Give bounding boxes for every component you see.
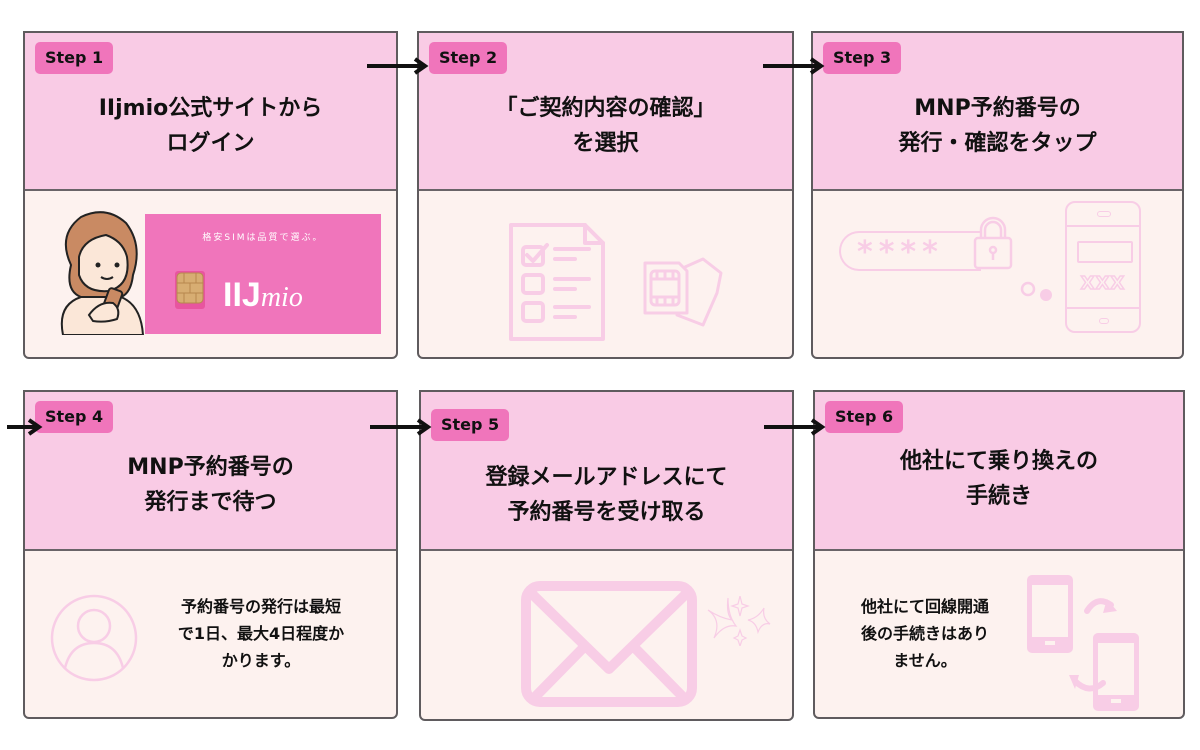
step-body xyxy=(421,551,792,719)
step-title: MNP予約番号の 発行・確認をタップ xyxy=(813,91,1182,161)
step-header: Step 5 登録メールアドレスにて 予約番号を受け取る xyxy=(421,392,792,551)
step-title: 他社にて乗り換えの 手続き xyxy=(815,444,1183,514)
phone-top-divider xyxy=(1067,225,1139,227)
step-description: 予約番号の発行は最短 で1日、最大4日程度か かります。 xyxy=(143,593,379,674)
sparkles-icon xyxy=(707,596,771,646)
step-card-6: Step 6 他社にて乗り換えの 手続き 他社にて回線開通 後の手続きはあり ま… xyxy=(813,390,1185,719)
step-badge: Step 2 xyxy=(429,42,508,74)
title-line: ログイン xyxy=(166,131,255,156)
step-title: 登録メールアドレスにて 予約番号を受け取る xyxy=(421,460,792,530)
user-avatar-icon xyxy=(50,594,138,682)
arrow-right-icon xyxy=(764,418,826,436)
step-title: IIjmio公式サイトから ログイン xyxy=(25,91,396,161)
step-header: Step 6 他社にて乗り換えの 手続き xyxy=(815,392,1183,551)
step-header: Step 1 IIjmio公式サイトから ログイン xyxy=(25,33,396,191)
step-body: 予約番号の発行は最短 で1日、最大4日程度か かります。 xyxy=(25,551,396,717)
password-mask: **** xyxy=(857,235,944,270)
desc-line: ません。 xyxy=(893,651,957,670)
step-description: 他社にて回線開通 後の手続きはあり ません。 xyxy=(837,593,1013,674)
logo-sub: mio xyxy=(260,282,303,313)
arrow-right-icon xyxy=(7,418,43,436)
step-body: **** XXX xyxy=(813,191,1182,357)
phone-swap-icon xyxy=(1027,575,1139,711)
desc-line: 他社にて回線開通 xyxy=(860,597,989,616)
step-badge: Step 1 xyxy=(35,42,114,74)
title-line: 「ご契約内容の確認」 xyxy=(495,96,716,121)
title-line: を選択 xyxy=(572,131,639,156)
step-title: 「ご契約内容の確認」 を選択 xyxy=(419,91,792,161)
dots-icon xyxy=(1020,281,1052,301)
sim-chip-icon xyxy=(175,271,205,309)
padlock-icon xyxy=(973,216,1013,270)
desc-line: 後の手続きはあり xyxy=(860,624,989,643)
desc-line: で1日、最大4日程度か xyxy=(177,624,345,643)
step-card-1: Step 1 IIjmio公式サイトから ログイン 格安SIMは品質で選ぶ。 xyxy=(23,31,398,359)
sim-cards-icon xyxy=(643,257,723,327)
phone-screen-box xyxy=(1077,241,1133,263)
phone-code: XXX xyxy=(1080,272,1126,295)
title-line: 発行・確認をタップ xyxy=(898,131,1097,156)
step-card-5: Step 5 登録メールアドレスにて 予約番号を受け取る xyxy=(419,390,794,721)
desc-line: かります。 xyxy=(221,651,301,670)
step-badge: Step 4 xyxy=(35,401,114,433)
step-body: 他社にて回線開通 後の手続きはあり ません。 xyxy=(815,551,1183,717)
title-line: 発行まで待つ xyxy=(144,490,277,515)
step-body: 格安SIMは品質で選ぶ。 IIJmio xyxy=(25,191,396,357)
password-field-icon: **** xyxy=(839,231,981,271)
banner-tagline: 格安SIMは品質で選ぶ。 xyxy=(202,233,324,243)
smartphone-icon: XXX xyxy=(1065,201,1141,333)
banner-logo: IIJmio xyxy=(223,276,303,315)
phone-speaker xyxy=(1097,211,1111,217)
step-header: Step 3 MNP予約番号の 発行・確認をタップ xyxy=(813,33,1182,191)
step-badge: Step 5 xyxy=(431,409,510,441)
step-card-3: Step 3 MNP予約番号の 発行・確認をタップ **** xyxy=(811,31,1184,359)
title-line: 手続き xyxy=(965,484,1032,509)
step-body xyxy=(419,191,792,357)
arrow-right-icon xyxy=(763,57,825,75)
title-line: MNP予約番号の xyxy=(127,455,294,480)
step-badge: Step 3 xyxy=(823,42,902,74)
title-line: 他社にて乗り換えの xyxy=(899,449,1098,474)
step-header: Step 4 MNP予約番号の 発行まで待つ xyxy=(25,392,396,551)
step-card-4: Step 4 MNP予約番号の 発行まで待つ 予約番号の発行は最短 で1日、最大… xyxy=(23,390,398,719)
step-header: Step 2 「ご契約内容の確認」 を選択 xyxy=(419,33,792,191)
envelope-icon xyxy=(521,581,697,707)
woman-with-phone-illustration xyxy=(60,211,145,335)
logo-main: IIJ xyxy=(223,276,261,314)
phone-bottom-divider xyxy=(1067,307,1139,309)
phone-home-button xyxy=(1099,318,1109,324)
arrow-right-icon xyxy=(370,418,432,436)
step-card-2: Step 2 「ご契約内容の確認」 を選択 xyxy=(417,31,794,359)
step-title: MNP予約番号の 発行まで待つ xyxy=(25,450,396,520)
arrow-right-icon xyxy=(367,57,429,75)
title-line: IIjmio公式サイトから xyxy=(98,96,323,121)
title-line: MNP予約番号の xyxy=(914,96,1081,121)
checklist-document-icon xyxy=(509,223,605,341)
title-line: 登録メールアドレスにて xyxy=(485,465,728,490)
step-badge: Step 6 xyxy=(825,401,904,433)
iijmio-banner: 格安SIMは品質で選ぶ。 IIJmio xyxy=(145,214,381,334)
desc-line: 予約番号の発行は最短 xyxy=(180,597,341,616)
title-line: 予約番号を受け取る xyxy=(507,500,706,525)
